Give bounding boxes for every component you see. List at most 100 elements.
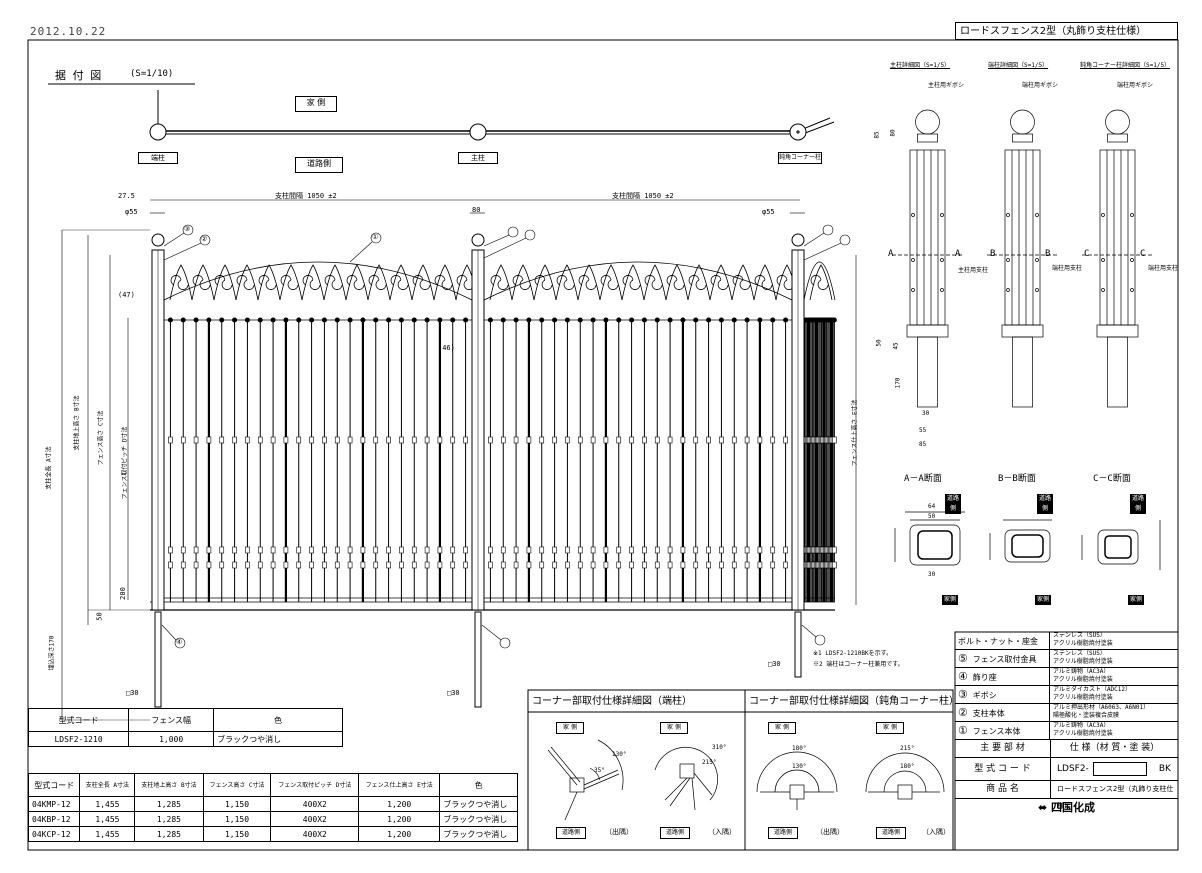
spec-part: ボルト・ナット・座金: [955, 632, 1050, 649]
fence-table: 型式コード フェンス幅 色 LDSF2-1210 1,000 ブラックつや消し: [27, 708, 343, 747]
corner-title-2: コーナー部取付仕様詳細図（鈍角コーナー柱）: [749, 696, 959, 707]
section-letter-c-right: C: [1140, 249, 1146, 259]
product-label: 商 品 名: [955, 781, 1051, 798]
spec-num: ③: [958, 688, 968, 701]
dim-pitch-1: 支柱間隔 1050 ±2: [275, 192, 337, 200]
product-value: ロードスフェンス2型（丸飾り支柱仕様）: [1057, 785, 1174, 810]
spec-part-label: フェンス取付金具: [972, 655, 1037, 664]
spec-material: ステンレス（SUS） アクリル樹脂焼付塗装: [1050, 650, 1178, 667]
detail-title-corner: 鈍角コーナー柱詳細図（S=1/5）: [1080, 62, 1171, 69]
dim-offset: 27.5: [118, 192, 135, 200]
main-post-label: 主柱: [458, 152, 498, 164]
detail-label-main: 主柱用ギボシ: [928, 82, 965, 89]
post-th: 支柱全長 A寸法: [79, 773, 136, 797]
corner-in-1: （入隅）: [708, 828, 736, 836]
spec-material-2: 陽極酸化・塗装複合皮膜: [1053, 712, 1120, 719]
corner-angle-1: 130°: [612, 751, 627, 758]
corner-angle-2: 35°: [594, 767, 605, 774]
post-td: 1,200: [358, 796, 441, 812]
post-td: 1,200: [358, 826, 441, 842]
corner-angle-8: 180°: [900, 763, 915, 770]
post-td: ブラックつや消し: [439, 811, 518, 827]
corner-house-3: 家 側: [768, 722, 796, 734]
plan-scale: (S=1/10): [130, 69, 174, 79]
post-td: 400X2: [270, 826, 360, 842]
corner-out-2: （出隅）: [816, 828, 844, 836]
spec-material-1: アルミ鋳物（AC3A）: [1053, 722, 1110, 729]
section-letter-a-left: A: [888, 249, 894, 259]
corner-title-1: コーナー部取付仕様詳細図（端柱）: [532, 696, 692, 707]
spec-material-2: アクリル樹脂焼付塗装: [1053, 640, 1113, 647]
section-house-b: 家側: [1035, 595, 1051, 605]
dim-sq30-b: □30: [447, 689, 460, 697]
spec-part: ⑤ フェンス取付金具: [955, 650, 1050, 667]
spec-part-label: ギボシ: [972, 691, 997, 700]
section-road-a: 道路側: [945, 494, 961, 514]
spec-part-label: 支柱本体: [972, 709, 1005, 718]
detail-label-end: 端柱用ギボシ: [1022, 82, 1059, 89]
dim-sq30-a: □30: [126, 689, 139, 697]
section-letter-c-left: C: [1084, 249, 1090, 259]
detail-dim-85: 85: [873, 131, 881, 139]
spec-part: ④ 飾り座: [955, 668, 1050, 685]
fence-td-color: ブラックつや消し: [213, 731, 343, 747]
model-suffix: BK: [1158, 764, 1171, 774]
detail-dim-30: 30: [922, 410, 930, 417]
detail-title-main: 主柱詳細図（S=1/5）: [890, 62, 951, 69]
end-post-label: 端柱: [138, 152, 178, 164]
section-letter-b-left: B: [990, 249, 996, 259]
corner-road-2: 道路側: [660, 827, 690, 839]
fence-td-width: 1,000: [128, 731, 215, 747]
post-td: 1,150: [202, 826, 272, 842]
post-td: 1,285: [134, 826, 204, 842]
spec-part-label: 飾り座: [972, 673, 997, 682]
corner-house-2: 家 側: [660, 722, 688, 734]
spec-num: ①: [958, 724, 968, 737]
dim-200: 200: [118, 587, 127, 600]
detail-label-corner: 端柱用ギボシ: [1117, 82, 1154, 89]
dim-sq30-c: □30: [768, 660, 781, 668]
detail-dim-80: 80: [889, 129, 897, 137]
model-input-box: [1092, 762, 1147, 776]
post-td: 04KCP-12: [27, 826, 81, 842]
detail-body-end: 端柱用支柱: [1052, 265, 1083, 272]
spec-num: ②: [958, 706, 968, 719]
dim-total-height: 支柱全長 A寸法: [45, 446, 53, 490]
model-value: LDSF2-: [1057, 764, 1089, 774]
post-td: 1,455: [79, 796, 136, 812]
spec-material: アルミ鋳物（AC3A） アクリル樹脂焼付塗装: [1050, 722, 1178, 739]
fence-th-code: 型式コード: [27, 708, 130, 732]
post-td: 04KMP-12: [27, 796, 81, 812]
corner-angle-6: 130°: [792, 763, 807, 770]
detail-dim-50: 50: [875, 339, 883, 347]
spec-material-1: ステンレス（SUS）: [1053, 650, 1106, 657]
corner-road-1: 道路側: [556, 827, 586, 839]
detail-dim-170: 170: [894, 377, 902, 389]
post-td: ブラックつや消し: [439, 796, 518, 812]
detail-body-corner: 端柱用支柱: [1148, 265, 1179, 272]
dim-46: (46): [438, 344, 455, 352]
corner-house-1: 家 側: [556, 722, 584, 734]
section-house-a: 家側: [942, 595, 958, 605]
post-table: 型式コード支柱全長 A寸法支柱地上高さ B寸法フェンス高さ C寸法フェンス取付ピ…: [27, 773, 518, 842]
note-1: ※1 LDSF2-1210BKを示す。: [813, 650, 892, 657]
detail-dim-45: 45: [892, 342, 900, 350]
dim-above-height: 支柱地上高さ B寸法: [73, 395, 81, 451]
plan-title: 据 付 図: [55, 69, 102, 82]
spec-num: ④: [958, 670, 968, 683]
post-td: 1,285: [134, 811, 204, 827]
note-2: ※2 端柱はコーナー柱兼用です。: [813, 661, 904, 668]
section-dim-30: 30: [928, 571, 936, 578]
maker-logo: ⬌ 四国化成: [955, 799, 1178, 817]
corner-angle-3: 310°: [712, 744, 727, 751]
corner-house-4: 家 側: [876, 722, 904, 734]
post-th: 支柱地上高さ B寸法: [134, 773, 204, 797]
corner-post-label: 鈍角コーナー柱: [778, 152, 822, 164]
spec-table: ボルト・ナット・座金 ステンレス（SUS） アクリル樹脂焼付塗装 ⑤ フェンス取…: [955, 632, 1178, 817]
post-th: 型式コード: [27, 773, 81, 797]
spec-part: ③ ギボシ: [955, 686, 1050, 703]
corner-angle-4: 215°: [702, 759, 717, 766]
dim-post-width-1: φ55: [125, 208, 138, 216]
spec-material-2: アクリル樹脂焼付塗装: [1053, 658, 1113, 665]
